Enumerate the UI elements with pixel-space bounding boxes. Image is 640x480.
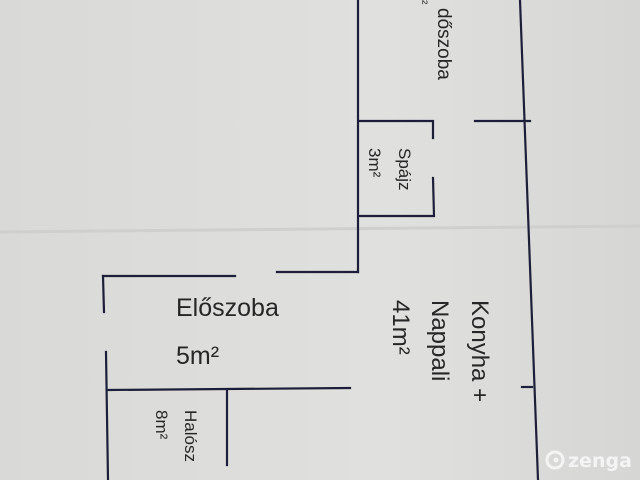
room-label-line1: Konyha + [466, 300, 493, 402]
paper-fold [0, 224, 640, 234]
room-area: ² [416, 0, 431, 5]
watermark-text: zenga [568, 450, 632, 472]
room-bedroom-bottom: Halósz 8m² [152, 410, 200, 462]
room-area: 5m² [176, 342, 219, 370]
room-label: Halósz [181, 410, 200, 462]
room-pantry: Spájz 3m² [365, 148, 414, 191]
room-hall: Előszoba 5m² [176, 294, 279, 370]
room-label: Spájz [395, 148, 414, 191]
room-label: Előszoba [176, 294, 279, 322]
wall-hall-bottom [106, 386, 352, 392]
room-kitchen-living: Konyha + Nappali 41m² [387, 300, 493, 402]
room-area: 8m² [152, 410, 171, 440]
wall-hall-left-upper [101, 274, 106, 314]
outer-wall-right [518, 0, 540, 480]
walls [101, 0, 540, 480]
room-area: 41m² [387, 300, 414, 355]
room-label: dőszoba [433, 8, 454, 80]
wall-pantry-top [358, 119, 435, 140]
room-bedroom-top: dőszoba ² [416, 0, 454, 80]
zenga-logo-icon [545, 450, 565, 470]
room-label-line2: Nappali [426, 300, 453, 381]
wall-pantry-right [358, 176, 436, 218]
zenga-watermark: zenga [545, 450, 632, 472]
room-area: 3m² [365, 148, 384, 178]
wall-hall-left-lower [104, 350, 110, 480]
